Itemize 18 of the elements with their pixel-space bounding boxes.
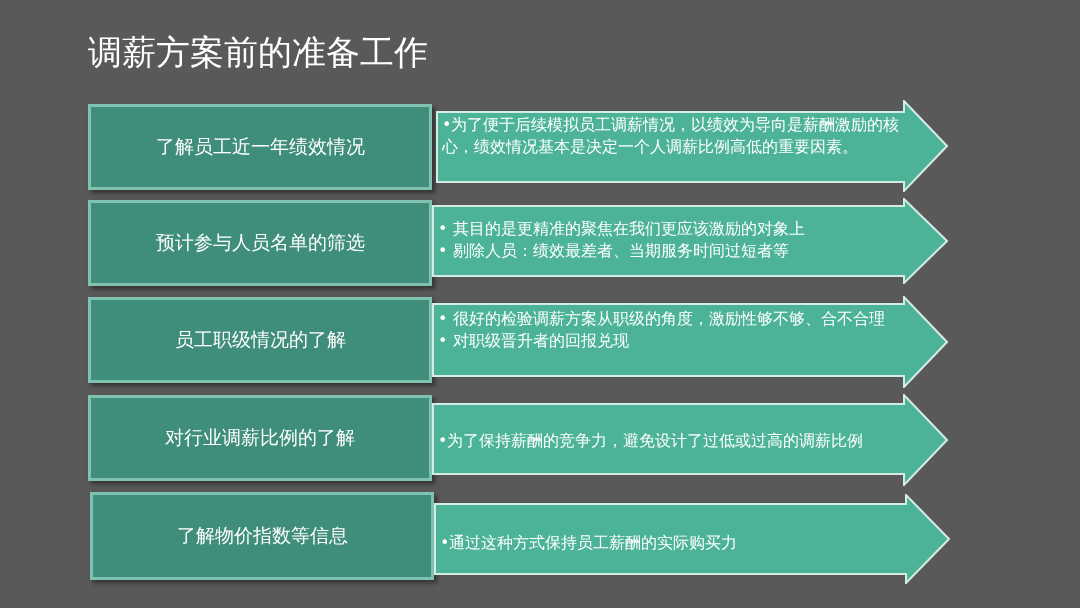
title-box: 预计参与人员名单的筛选 bbox=[88, 200, 432, 286]
bullet-text: • 其目的是更精准的聚焦在我们更应该激励的对象上 bbox=[438, 218, 806, 240]
bullet-text: •为了便于后续模拟员工调薪情况，以绩效为导向是薪酬激励的核心，绩效情况基本是决定一个人调薪比例高低的重要因素。 bbox=[442, 114, 901, 158]
title-box: 了解员工近一年绩效情况 bbox=[88, 104, 432, 190]
title-box: 了解物价指数等信息 bbox=[90, 492, 434, 580]
title-box: 对行业调薪比例的了解 bbox=[88, 395, 432, 481]
bullet-text: •为了保持薪酬的竞争力，避免设计了过低或过高的调薪比例 bbox=[438, 430, 865, 452]
arrow-banner bbox=[432, 198, 948, 284]
slide-title: 调薪方案前的准备工作 bbox=[88, 31, 428, 74]
bullet-text: • 对职级晋升者的回报兑现 bbox=[438, 330, 630, 352]
arrow-banner bbox=[432, 394, 948, 486]
arrow-banner bbox=[434, 494, 950, 584]
bullet-text: •通过这种方式保持员工薪酬的实际购买力 bbox=[440, 532, 739, 554]
bullet-text: • 很好的检验调薪方案从职级的角度，激励性够不够、合不合理 bbox=[438, 308, 886, 330]
arrow-banner bbox=[432, 296, 948, 388]
arrow-banner bbox=[436, 100, 948, 192]
bullet-text: • 剔除人员：绩效最差者、当期服务时间过短者等 bbox=[438, 240, 790, 262]
title-box: 员工职级情况的了解 bbox=[88, 297, 432, 383]
